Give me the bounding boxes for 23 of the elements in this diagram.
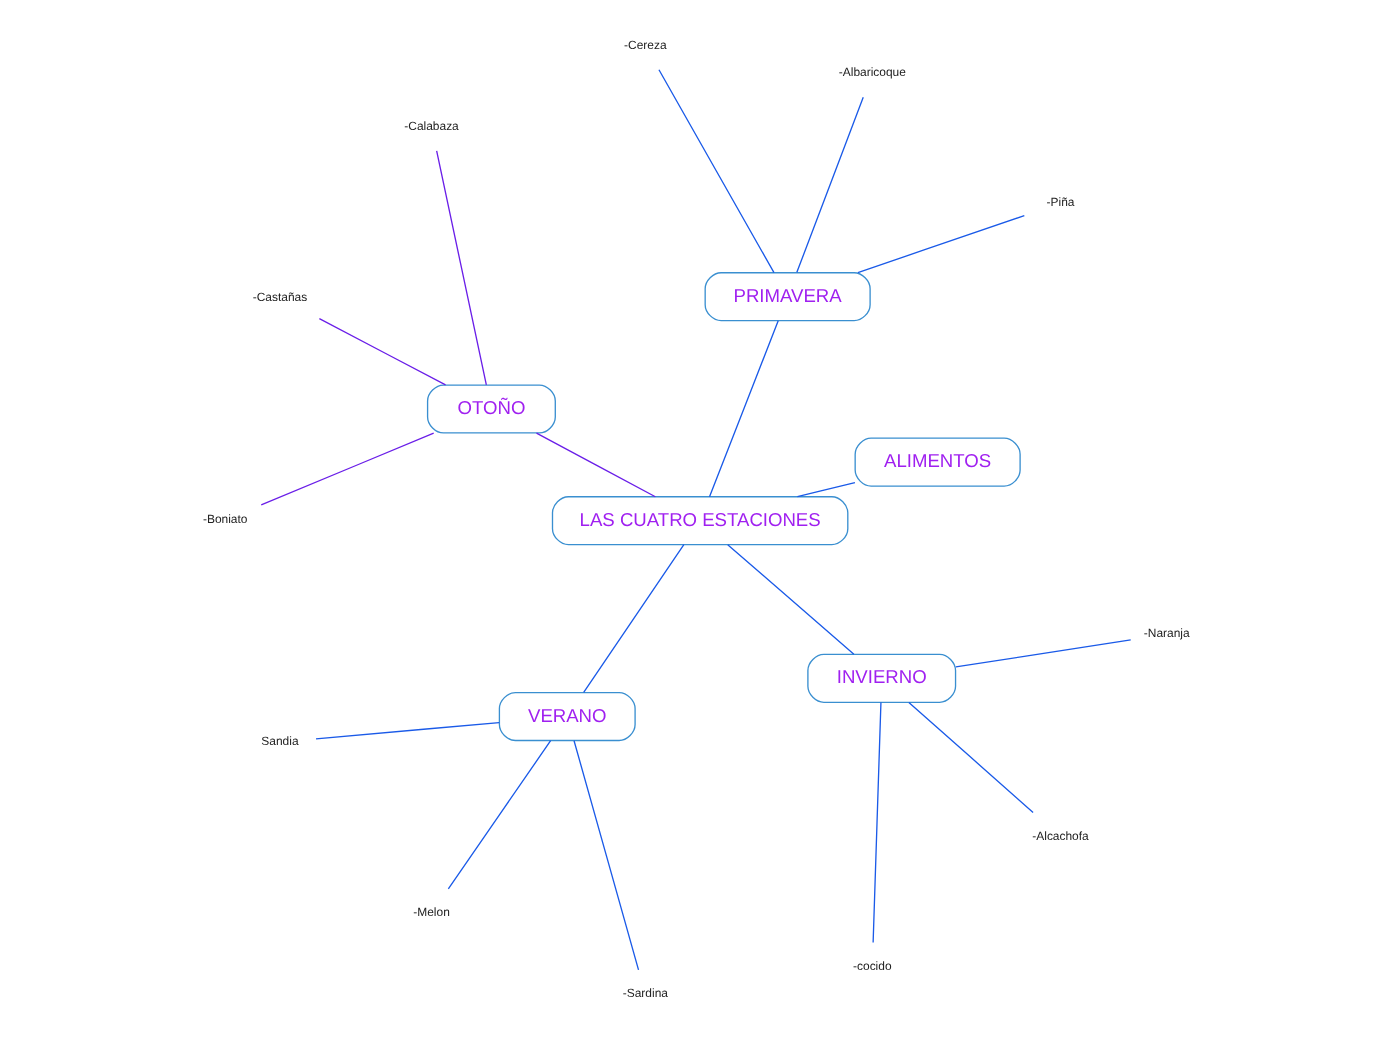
- connector: [796, 96, 864, 273]
- connector: [436, 150, 487, 386]
- connector: [583, 544, 685, 693]
- connector: [908, 701, 1034, 814]
- node-box: LAS CUATRO ESTACIONES: [551, 496, 849, 546]
- connector: [535, 432, 657, 498]
- connector: [955, 639, 1132, 668]
- node-box: PRIMAVERA: [704, 272, 871, 322]
- node-box: ALIMENTOS: [854, 437, 1021, 487]
- node-box: INVIERNO: [807, 653, 957, 703]
- connector: [857, 214, 1025, 274]
- connector: [872, 701, 882, 944]
- connector: [658, 69, 775, 274]
- connector: [260, 432, 435, 506]
- connector: [315, 721, 500, 740]
- connector: [796, 481, 856, 498]
- node-box: VERANO: [498, 691, 636, 742]
- connector: [708, 320, 779, 498]
- connector: [727, 543, 855, 655]
- connector: [573, 740, 640, 971]
- connector: [318, 318, 447, 386]
- connector: [447, 740, 552, 890]
- node-box: OTOÑO: [426, 384, 556, 434]
